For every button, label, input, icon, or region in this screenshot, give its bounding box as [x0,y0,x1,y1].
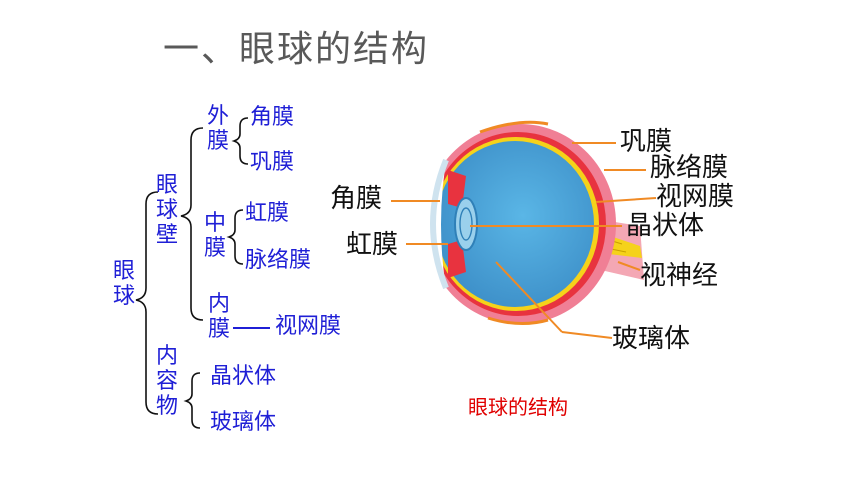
label-vitreous: 玻璃体 [612,324,691,354]
tree-root-eyeball: 眼球 [112,259,135,309]
label-iris: 虹膜 [346,230,399,260]
label-retina: 视网膜 [656,182,735,212]
diagram-caption: 眼球的结构 [468,395,568,419]
label-choroid: 脉络膜 [650,153,729,183]
iris-upper [448,170,466,208]
outer-brace [231,117,249,165]
root-brace [135,191,159,415]
tree-outer-layer: 外膜 [206,104,229,154]
tree-choroid: 脉络膜 [245,248,312,273]
cornea-shape [430,158,449,290]
tree-eyeball-wall: 眼球壁 [155,173,178,248]
tree-cornea: 角膜 [250,105,295,130]
tree-vitreous: 玻璃体 [210,410,277,435]
tree-retina: 视网膜 [275,314,342,339]
tree-middle-layer: 中膜 [203,211,226,261]
lens-shape [454,197,478,251]
iris-lower [448,240,466,278]
label-optic-nerve: 视神经 [640,261,719,291]
vitreous-body-shape [436,141,594,307]
tree-iris: 虹膜 [245,201,290,226]
page-title: 一、眼球的结构 [163,29,430,70]
label-lens: 晶状体 [626,211,705,241]
middle-brace [226,209,244,265]
leader-vitreous-b [561,331,613,339]
tree-contents: 内容物 [155,344,178,419]
leader-retina [595,197,657,203]
wall-brace [180,127,204,321]
label-sclera: 巩膜 [620,127,673,157]
contents-brace [183,372,201,429]
tree-inner-layer: 内膜 [207,292,230,342]
tree-sclera: 巩膜 [250,150,295,175]
leader-vitreous-a [495,261,563,333]
tree-lens: 晶状体 [210,364,277,389]
label-cornea: 角膜 [330,184,383,214]
leader-optic-nerve [617,261,641,271]
